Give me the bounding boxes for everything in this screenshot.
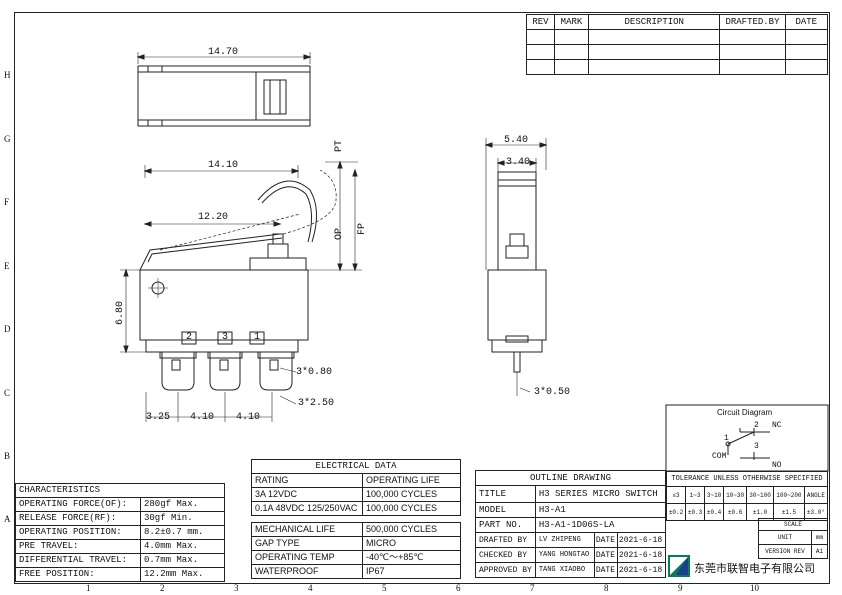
dim-pt-label: PT [334, 139, 345, 152]
electrical-header: ELECTRICAL DATA [251, 459, 461, 474]
pin-number: 3 [222, 332, 229, 343]
dim-body-length: 14.10 [208, 160, 239, 171]
table-row: OPERATING POSITION:8.2±0.7 mm. [15, 525, 225, 540]
dim-pin-pitch-1: 3.25 [146, 412, 171, 423]
table-row: FREE POSITION:12.2mm Max. [15, 567, 225, 582]
top-view [136, 52, 312, 127]
row-letter: A [4, 514, 11, 524]
table-row: OPERATING FORCE(OF):280gf Max. [15, 497, 225, 512]
drawing-frame [14, 12, 830, 584]
front-view [120, 160, 362, 422]
company-logo [668, 555, 690, 577]
dim-op-length: 12.20 [198, 212, 229, 223]
circuit-no: NO [772, 461, 782, 470]
table-row: OPERATING TEMP-40℃～+85℃ [251, 550, 461, 565]
table-row: DIFFERENTIAL TRAVEL:0.7mm Max. [15, 553, 225, 568]
col-number: 5 [382, 583, 387, 593]
circuit-title: Circuit Diagram [717, 408, 773, 417]
pin-number: 1 [254, 332, 261, 343]
side-view [484, 138, 548, 396]
circuit-nc: NC [772, 421, 782, 430]
col-number: 2 [160, 583, 165, 593]
characteristics-table: CHARACTERISTICS OPERATING FORCE(OF):280g… [15, 483, 225, 582]
circuit-pin2: 2 [754, 421, 759, 430]
row-letter: B [4, 451, 11, 461]
col-number: 3 [234, 583, 239, 593]
col-number: 1 [86, 583, 91, 593]
row-letter: E [4, 261, 10, 271]
circuit-pin1: 1 [724, 434, 729, 443]
row-letter: C [4, 388, 11, 398]
circuit-pin3: 3 [754, 442, 759, 451]
dim-height: 6.80 [115, 300, 126, 325]
dim-pin-pitch-2: 4.10 [190, 412, 215, 423]
col-number: 8 [604, 583, 609, 593]
row-letter: G [4, 134, 11, 144]
tolerance-table: TOLERANCE UNLESS OTHERWISE SPECIFIED ≤3 … [665, 471, 829, 521]
row-letter: D [4, 324, 11, 334]
row-letter: F [4, 197, 10, 207]
dim-pin-pitch-3: 4.10 [236, 412, 261, 423]
row-letter: H [4, 70, 11, 80]
company-name: 东莞市联智电子有限公司 [694, 562, 815, 575]
table-row [526, 29, 829, 45]
dim-op-label: OP [334, 227, 345, 240]
dim-pin-thickness: 3*0.80 [296, 367, 333, 378]
col-number: 10 [750, 583, 759, 593]
characteristics-header: CHARACTERISTICS [15, 483, 225, 498]
revision-table: REV MARK DESCRIPTION DRAFTED.BY DATE [526, 14, 829, 75]
dim-fp-label: FP [357, 222, 368, 235]
dim-pin-width: 3*2.50 [298, 398, 335, 409]
pin-number: 2 [186, 332, 193, 343]
circuit-com: COM [712, 452, 727, 461]
dim-side-outer: 5.40 [504, 135, 529, 146]
title-block-heading: OUTLINE DRAWING [475, 470, 666, 486]
col-number: 9 [678, 583, 683, 593]
col-number: 7 [530, 583, 535, 593]
table-row: PRE TRAVEL:4.0mm Max. [15, 539, 225, 554]
dim-side-inner: 3.40 [506, 157, 531, 168]
col-number: 6 [456, 583, 461, 593]
table-row: RELEASE FORCE(RF):30gf Min. [15, 511, 225, 526]
dim-top-length: 14.70 [208, 47, 239, 58]
dim-side-pin: 3*0.50 [534, 387, 571, 398]
table-row [526, 59, 829, 75]
col-number: 4 [308, 583, 313, 593]
